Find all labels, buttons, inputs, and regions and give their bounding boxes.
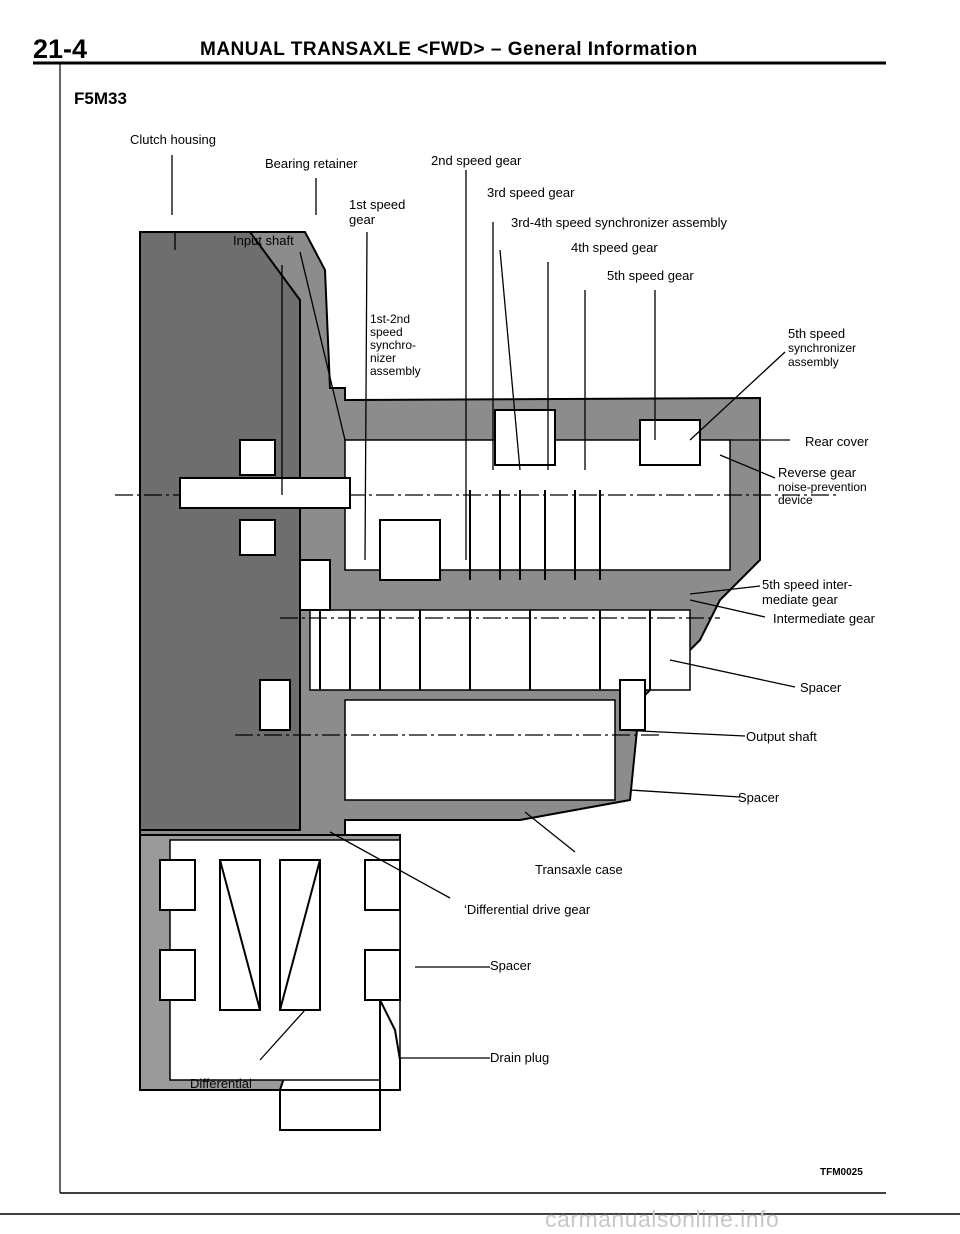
label-5th-intermediate-line2: mediate gear <box>762 592 838 607</box>
label-spacer-lower: Spacer <box>490 958 532 973</box>
label-reverse-line2: noise-prevention <box>778 480 867 494</box>
label-3rd-speed-gear: 3rd speed gear <box>487 185 575 200</box>
section-title: MANUAL TRANSAXLE <FWD> – General Informa… <box>200 39 698 60</box>
label-5th-sync-line3: assembly <box>788 355 839 369</box>
label-transaxle-case: Transaxle case <box>535 862 623 877</box>
label-5th-speed-gear: 5th speed gear <box>607 268 694 283</box>
model-code: F5M33 <box>74 89 127 108</box>
label-2nd-speed-gear: 2nd speed gear <box>431 153 522 168</box>
label-1st-2nd-sync-line2: speed <box>370 325 403 339</box>
gear-stripes <box>319 490 651 690</box>
label-1st-2nd-sync-line1: 1st-2nd <box>370 312 411 326</box>
label-reverse-line1: Reverse gear <box>778 465 857 480</box>
label-drain-plug: Drain plug <box>490 1050 550 1065</box>
label-spacer-middle: Spacer <box>738 790 780 805</box>
label-1st-2nd-sync-line5: assembly <box>370 364 421 378</box>
differential-gears <box>219 859 321 1011</box>
label-3rd-4th-synchronizer: 3rd-4th speed synchronizer assembly <box>511 215 728 230</box>
label-differential-drive-gear: ‘Differential drive gear <box>464 902 591 917</box>
leader-lines <box>171 155 796 1061</box>
label-bearing-retainer: Bearing retainer <box>265 156 358 171</box>
label-5th-sync-line1: 5th speed <box>788 326 846 341</box>
label-output-shaft: Output shaft <box>746 729 817 744</box>
label-5th-intermediate-line1: 5th speed inter- <box>762 577 853 592</box>
label-1st-speed-gear-line2: gear <box>349 212 376 227</box>
label-clutch-housing: Clutch housing <box>130 132 216 147</box>
label-input-shaft: Input shaft <box>233 233 294 248</box>
input-shaft <box>179 477 351 509</box>
synchronizer-blocks <box>239 409 701 581</box>
label-differential: Differential <box>190 1076 252 1091</box>
figure-code: TFM0025 <box>820 1167 863 1178</box>
label-intermediate-gear: Intermediate gear <box>773 611 875 626</box>
label-1st-2nd-sync-line3: synchro- <box>370 338 417 352</box>
label-1st-speed-gear-line1: 1st speed <box>349 197 406 212</box>
label-5th-sync-line2: synchronizer <box>788 341 857 355</box>
label-1st-2nd-sync-line4: nizer <box>370 351 397 365</box>
watermark: carmanualsonline.info <box>545 1206 780 1232</box>
page-number: 21-4 <box>33 34 88 64</box>
label-spacer-upper: Spacer <box>800 680 842 695</box>
label-rear-cover: Rear cover <box>805 434 869 449</box>
label-reverse-line3: device <box>778 493 813 507</box>
drain-plug-boss <box>279 999 401 1131</box>
label-4th-speed-gear: 4th speed gear <box>571 240 658 255</box>
